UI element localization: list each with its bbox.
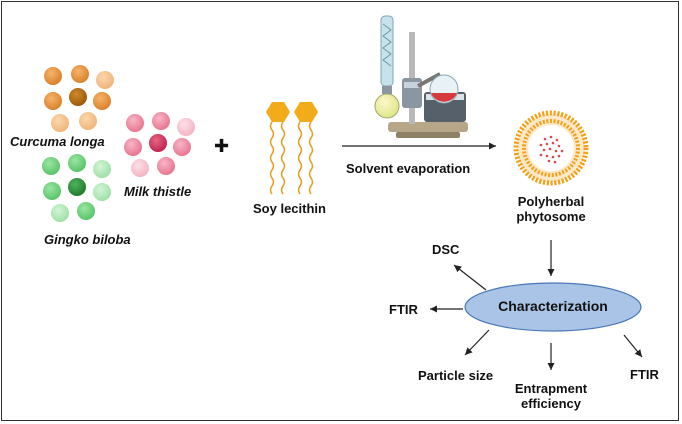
label-efficiency: efficiency: [521, 396, 581, 411]
arrow-to-particle-size: [464, 329, 490, 356]
label-milk-thistle: Milk thistle: [124, 184, 192, 199]
plus-icon: ✚: [214, 136, 230, 156]
label-phytosome: phytosome: [516, 209, 586, 224]
gingko-particles: [42, 154, 111, 222]
phytosome-icon: [513, 110, 589, 186]
milk-thistle-particles: [124, 112, 195, 177]
rotary-evaporator-icon: [374, 15, 468, 138]
label-dsc: DSC: [432, 242, 460, 257]
label-characterization: Characterization: [498, 298, 608, 314]
label-ftir-left: FTIR: [389, 302, 418, 317]
characterization-ellipse: [464, 282, 642, 332]
label-polyherbal-phytosome: Polyherbal phytosome: [505, 194, 597, 224]
soy-lecithin-molecule: [266, 102, 318, 195]
label-polyherbal: Polyherbal: [517, 194, 585, 209]
label-entrapment-efficiency: Entrapment efficiency: [503, 381, 599, 411]
label-gingko-biloba: Gingko biloba: [44, 232, 131, 247]
arrow-to-dsc: [453, 264, 487, 291]
label-soy-lecithin: Soy lecithin: [253, 201, 326, 216]
label-solvent-evaporation: Solvent evaporation: [346, 161, 471, 176]
arrow-to-ftir-right: [623, 334, 643, 358]
curcuma-particles: [44, 65, 114, 132]
label-ftir-right: FTIR: [630, 367, 659, 382]
label-particle-size: Particle size: [418, 368, 494, 383]
label-curcuma-longa: Curcuma longa: [10, 134, 105, 149]
label-entrapment: Entrapment: [514, 381, 588, 396]
